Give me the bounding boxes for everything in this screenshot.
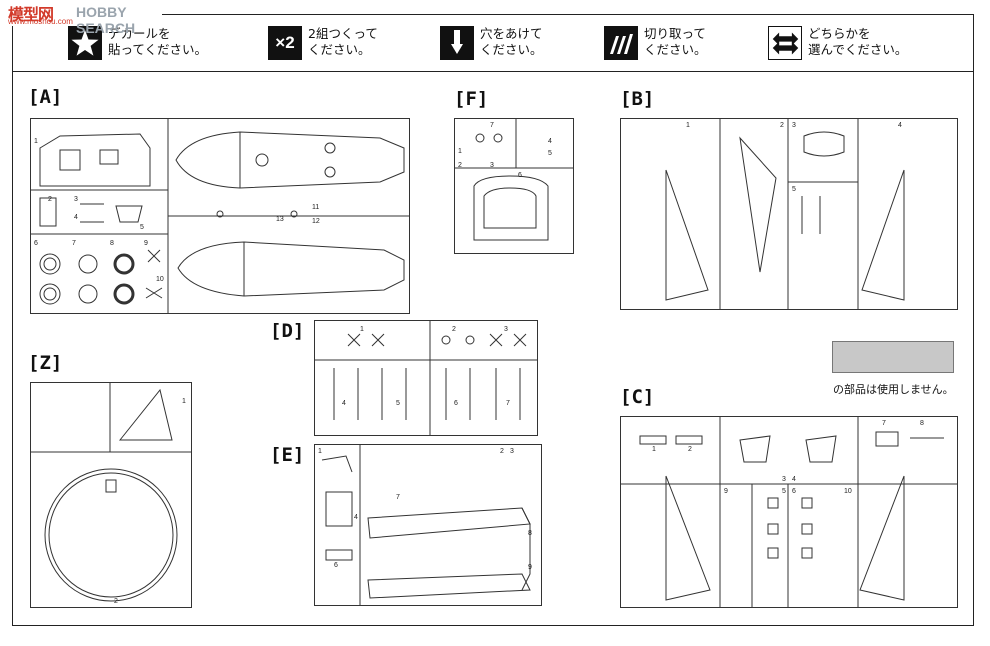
part-number-e8: 8 (528, 530, 532, 537)
sprue-label-b: [B] (620, 88, 655, 110)
x2-glyph: ×2 (275, 33, 295, 52)
part-number-c2: 2 (688, 446, 692, 453)
part-number-d5: 5 (396, 400, 400, 407)
choose-icon (768, 26, 802, 60)
part-number-c1: 1 (652, 446, 656, 453)
part-number-c9: 9 (724, 488, 728, 495)
part-number-f3: 3 (490, 162, 494, 169)
part-number-a1: 1 (34, 138, 38, 145)
sprue-label-z: [Z] (28, 352, 63, 374)
symbol-legend: デカールを 貼ってください。 ×2 2組つくって ください。 穴をあけて くださ… (12, 14, 974, 72)
watermark-brand-text: HOBBY SEARCH (76, 4, 136, 36)
cut-icon (604, 26, 638, 60)
sprue-label-d: [D] (270, 320, 305, 342)
part-number-z2: 2 (114, 598, 118, 605)
part-number-c5: 5 (782, 488, 786, 495)
part-number-e3: 3 (510, 448, 514, 455)
part-number-e1: 1 (318, 448, 322, 455)
part-number-d1: 1 (360, 326, 364, 333)
part-number-f6: 6 (518, 172, 522, 179)
part-number-a13: 13 (276, 216, 284, 223)
legend-make-two: ×2 2組つくって ください。 (268, 26, 378, 62)
sprue-d-runner (314, 320, 538, 436)
part-number-f5: 5 (548, 150, 552, 157)
part-number-a9: 9 (144, 240, 148, 247)
watermark: 模型网 HOBBY SEARCH www.moshou.com (2, 0, 162, 36)
part-number-b5: 5 (792, 186, 796, 193)
part-number-c4: 4 (792, 476, 796, 483)
legend-choose-text: どちらかを 選んでください。 (808, 26, 908, 57)
legend-cut: 切り取って ください。 (604, 26, 707, 62)
part-number-a10: 10 (156, 276, 164, 283)
part-number-c6: 6 (792, 488, 796, 495)
unused-parts-note: の部品は使用しません。 (833, 383, 954, 396)
part-number-a3: 3 (74, 196, 78, 203)
part-number-d6: 6 (454, 400, 458, 407)
part-number-a4: 4 (74, 214, 78, 221)
part-number-f1: 1 (458, 148, 462, 155)
part-number-e2: 2 (500, 448, 504, 455)
part-number-c3: 3 (782, 476, 786, 483)
part-number-f2: 2 (458, 162, 462, 169)
watermark-url-text: www.moshou.com (8, 17, 73, 26)
part-number-d4: 4 (342, 400, 346, 407)
star-icon (68, 26, 102, 60)
legend-drill-text: 穴をあけて ください。 (480, 26, 543, 57)
legend-decal: デカールを 貼ってください。 (68, 26, 207, 62)
part-number-e6: 6 (334, 562, 338, 569)
sprue-b-runner (620, 118, 958, 310)
legend-make-two-text: 2組つくって ください。 (308, 26, 378, 57)
part-number-c8: 8 (920, 420, 924, 427)
legend-decal-text: デカールを 貼ってください。 (108, 26, 208, 57)
legend-choose: どちらかを 選んでください。 (768, 26, 907, 62)
part-number-f7: 7 (490, 122, 494, 129)
part-number-d7: 7 (506, 400, 510, 407)
part-number-d3: 3 (504, 326, 508, 333)
part-number-z1: 1 (182, 398, 186, 405)
part-number-a7: 7 (72, 240, 76, 247)
part-number-c10: 10 (844, 488, 852, 495)
part-number-e7: 7 (396, 494, 400, 501)
part-number-b2: 2 (780, 122, 784, 129)
sprue-label-a: [A] (28, 86, 63, 108)
part-number-b4: 4 (898, 122, 902, 129)
part-number-b3: 3 (792, 122, 796, 129)
part-number-f4: 4 (548, 138, 552, 145)
part-number-a8: 8 (110, 240, 114, 247)
sprue-c-runner (620, 416, 958, 608)
sprue-z-runner (30, 382, 192, 608)
part-number-b1: 1 (686, 122, 690, 129)
sprue-label-e: [E] (270, 444, 305, 466)
part-number-d2: 2 (452, 326, 456, 333)
part-number-c7: 7 (882, 420, 886, 427)
unused-parts-swatch (832, 341, 954, 373)
part-number-a12: 12 (312, 218, 320, 225)
part-number-a2: 2 (48, 196, 52, 203)
instruction-frame (12, 14, 974, 626)
legend-drill: 穴をあけて ください。 (440, 26, 543, 62)
part-number-a11: 11 (312, 204, 320, 211)
sprue-e-runner (314, 444, 542, 606)
part-number-a5: 5 (140, 224, 144, 231)
sprue-f-runner (454, 118, 574, 254)
part-number-e9: 9 (528, 564, 532, 571)
sprue-label-c: [C] (620, 386, 655, 408)
part-number-a6: 6 (34, 240, 38, 247)
part-number-e4: 4 (354, 514, 358, 521)
sprue-label-f: [F] (454, 88, 489, 110)
legend-cut-text: 切り取って ください。 (644, 26, 707, 57)
drill-icon (440, 26, 474, 60)
watermark-logo-text: 模型网 (8, 5, 54, 24)
x2-icon: ×2 (268, 26, 302, 60)
